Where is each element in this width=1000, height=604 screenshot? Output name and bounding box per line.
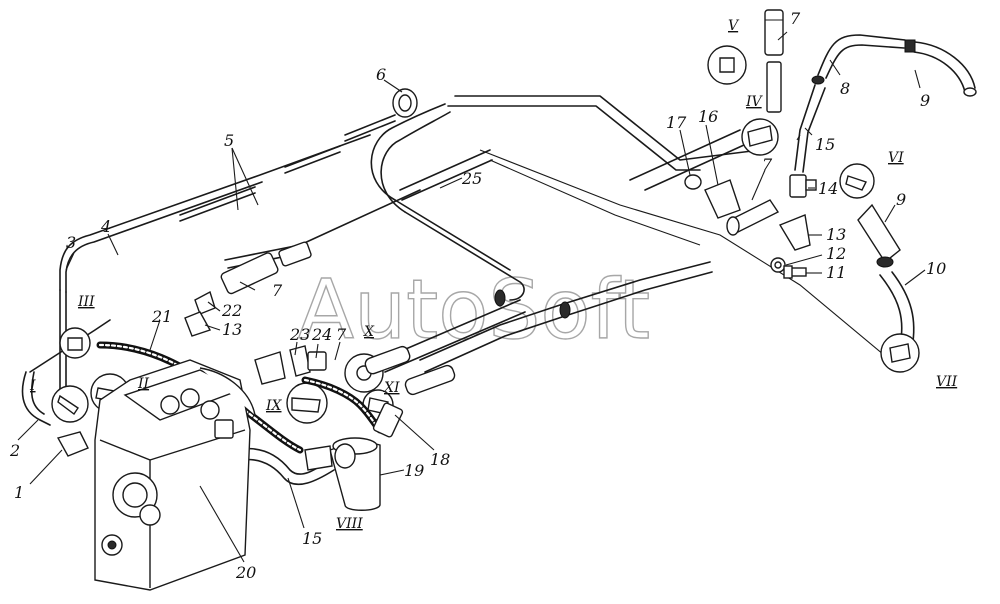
label-11: 11 [826, 263, 846, 282]
label-8: 8 [840, 79, 850, 98]
label-2: 2 [9, 441, 20, 460]
part-number-labels: 1 2 3 4 5 6 7 7 7 7 8 9 9 10 11 12 13 13… [9, 9, 946, 582]
label-7-center: 7 [336, 325, 347, 344]
label-12: 12 [826, 244, 846, 263]
label-3: 3 [66, 233, 76, 252]
view-label-III: III [77, 294, 95, 310]
view-label-XI: XI [383, 380, 400, 396]
label-18: 18 [430, 450, 450, 469]
view-label-V: V [728, 18, 740, 34]
middle-couplings [364, 289, 571, 396]
label-13-left: 13 [222, 320, 242, 339]
label-13-right: 13 [826, 225, 846, 244]
label-22: 22 [221, 301, 242, 320]
label-9-top: 9 [920, 91, 930, 110]
view-label-I: I [29, 378, 36, 394]
label-4: 4 [100, 217, 111, 236]
label-7-left: 7 [272, 281, 283, 300]
view-label-IV: IV [745, 94, 764, 110]
label-23: 23 [289, 325, 310, 344]
view-label-VI: VI [888, 150, 904, 166]
view-label-IX: IX [265, 398, 283, 414]
label-5: 5 [224, 131, 234, 150]
watermark: AutoSoft [298, 263, 650, 358]
view-label-VIII: VIII [336, 516, 363, 532]
label-7-top: 7 [790, 9, 801, 28]
gearbox [94, 359, 256, 591]
view-label-VII: VII [936, 374, 958, 390]
label-19: 19 [404, 461, 424, 480]
view-labels: I II III IV V VI VII VIII IX X XI [29, 18, 958, 532]
part-6-cap [392, 88, 418, 118]
label-1: 1 [14, 483, 24, 502]
label-9-lower: 9 [896, 190, 906, 209]
label-14: 14 [818, 179, 838, 198]
label-15-right: 15 [815, 135, 835, 154]
upper-right-assembly [629, 9, 977, 349]
label-21: 21 [151, 307, 172, 326]
view-label-II: II [137, 376, 150, 392]
label-10: 10 [926, 259, 946, 278]
label-20: 20 [235, 563, 256, 582]
label-25: 25 [461, 169, 482, 188]
label-24: 24 [311, 325, 332, 344]
label-17: 17 [666, 113, 687, 132]
label-16: 16 [698, 107, 718, 126]
label-7-mid: 7 [762, 155, 773, 174]
label-15-lower: 15 [302, 529, 322, 548]
leader-lines [17, 31, 926, 563]
label-6: 6 [376, 65, 386, 84]
view-label-X: X [363, 324, 375, 340]
filter-19 [304, 402, 404, 511]
